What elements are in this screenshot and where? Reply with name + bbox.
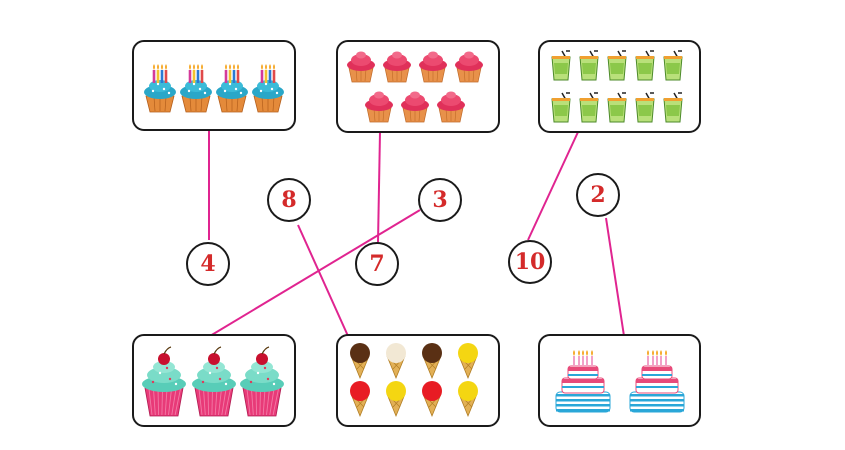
juice-glass-icon <box>635 50 655 81</box>
number-label: 10 <box>514 249 546 275</box>
ice-cream-cone-icon <box>350 343 370 380</box>
pink-frosted-cupcake-icon <box>347 51 375 83</box>
juice-glass-icon <box>607 50 627 81</box>
number-label: 4 <box>200 251 216 277</box>
number-circle-7[interactable]: 7 <box>355 242 399 286</box>
pink-frosted-cupcake-icon <box>437 91 465 123</box>
cherry-cupcake-icon <box>192 346 236 417</box>
juice-glass-icon <box>663 92 683 123</box>
box-birthday-cakes <box>538 334 701 427</box>
connector-juice-glasses-to-10 <box>527 131 579 241</box>
connector-ice-creams-to-8 <box>297 224 349 337</box>
ice-cream-cone-icon <box>458 381 478 418</box>
number-circle-2[interactable]: 2 <box>576 173 620 217</box>
box-candle-cupcakes <box>132 40 296 131</box>
cupcake-with-candles-icon <box>144 64 176 113</box>
birthday-cake-icon <box>555 350 611 413</box>
juice-glass-icon <box>551 92 571 123</box>
birthday-cake-icon <box>629 350 685 413</box>
number-label: 2 <box>590 182 606 208</box>
cupcake-with-candles-icon <box>216 64 248 113</box>
juice-glass-icon <box>607 92 627 123</box>
juice-glass-icon <box>635 92 655 123</box>
ice-cream-cone-icon <box>386 343 406 380</box>
cupcake-with-candles-icon <box>180 64 212 113</box>
ice-cream-cone-icon <box>422 343 442 380</box>
number-circle-4[interactable]: 4 <box>186 242 230 286</box>
juice-glass-icon <box>579 50 599 81</box>
number-circle-8[interactable]: 8 <box>267 178 311 222</box>
pink-frosted-cupcake-icon <box>455 51 483 83</box>
ice-cream-cone-icon <box>458 343 478 380</box>
box-ice-creams <box>336 334 500 427</box>
number-circle-3[interactable]: 3 <box>418 178 462 222</box>
juice-glass-icon <box>663 50 683 81</box>
box-cherry-cupcakes <box>132 334 296 427</box>
cupcake-with-candles-icon <box>252 64 284 113</box>
number-label: 3 <box>432 187 448 213</box>
number-circle-10[interactable]: 10 <box>508 240 552 284</box>
box-juice-glasses <box>538 40 701 133</box>
pink-frosted-cupcake-icon <box>419 51 447 83</box>
connector-pink-cupcakes-to-7 <box>377 131 381 243</box>
cherry-cupcake-icon <box>240 346 284 417</box>
connector-birthday-cakes-to-2 <box>605 217 625 337</box>
ice-cream-cone-icon <box>386 381 406 418</box>
box-pink-cupcakes <box>336 40 500 133</box>
juice-glass-icon <box>579 92 599 123</box>
cherry-cupcake-icon <box>142 346 186 417</box>
ice-cream-cone-icon <box>422 381 442 418</box>
pink-frosted-cupcake-icon <box>365 91 393 123</box>
number-label: 7 <box>369 251 385 277</box>
pink-frosted-cupcake-icon <box>401 91 429 123</box>
number-label: 8 <box>281 187 297 213</box>
juice-glass-icon <box>551 50 571 81</box>
pink-frosted-cupcake-icon <box>383 51 411 83</box>
ice-cream-cone-icon <box>350 381 370 418</box>
connector-cherry-cupcakes-to-3 <box>209 209 421 337</box>
